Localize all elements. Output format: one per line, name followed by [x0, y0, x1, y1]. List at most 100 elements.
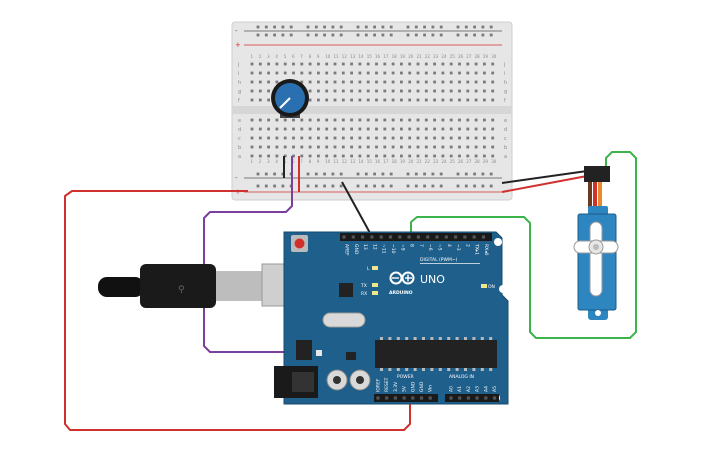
breadboard-hole[interactable] [375, 89, 378, 93]
breadboard-hole[interactable] [366, 62, 370, 66]
breadboard-rail-hole[interactable] [464, 172, 468, 176]
breadboard-hole[interactable] [458, 80, 461, 84]
breadboard-rail-hole[interactable] [323, 25, 326, 29]
power-header[interactable] [374, 394, 438, 402]
breadboard-hole[interactable] [292, 118, 295, 122]
breadboard-rail-hole[interactable] [281, 184, 285, 188]
breadboard-hole[interactable] [474, 136, 478, 140]
breadboard-hole[interactable] [474, 118, 478, 122]
breadboard-hole[interactable] [283, 145, 287, 149]
breadboard-hole[interactable] [416, 98, 420, 102]
breadboard-hole[interactable] [400, 145, 403, 149]
breadboard-rail-hole[interactable] [256, 25, 260, 29]
breadboard-hole[interactable] [250, 145, 254, 149]
digital-pin[interactable] [472, 235, 476, 239]
breadboard-rail-hole[interactable] [389, 25, 393, 29]
breadboard-hole[interactable] [258, 127, 262, 131]
breadboard-rail-hole[interactable] [414, 184, 418, 188]
breadboard-hole[interactable] [341, 62, 345, 66]
breadboard-rail-hole[interactable] [364, 33, 368, 37]
breadboard-hole[interactable] [474, 71, 478, 75]
breadboard-hole[interactable] [333, 98, 337, 102]
breadboard-rail-hole[interactable] [439, 172, 443, 176]
breadboard-rail-hole[interactable] [339, 25, 343, 29]
breadboard-rail-hole[interactable] [306, 33, 310, 37]
breadboard-rail-hole[interactable] [389, 184, 393, 188]
reset-button-cap[interactable] [294, 238, 305, 249]
breadboard-hole[interactable] [449, 118, 453, 122]
breadboard-rail-hole[interactable] [373, 25, 376, 29]
breadboard-hole[interactable] [341, 80, 345, 84]
analog-header[interactable] [445, 394, 499, 402]
breadboard-hole[interactable] [275, 127, 279, 131]
breadboard-hole[interactable] [458, 98, 461, 102]
breadboard-hole[interactable] [250, 154, 254, 158]
breadboard-hole[interactable] [258, 136, 262, 140]
breadboard-rail-hole[interactable] [339, 172, 343, 176]
breadboard-rail-hole[interactable] [423, 172, 426, 176]
breadboard-rail-hole[interactable] [281, 172, 285, 176]
power-pin[interactable] [411, 396, 415, 400]
breadboard-rail-hole[interactable] [339, 184, 343, 188]
breadboard-rail-hole[interactable] [331, 172, 335, 176]
breadboard-hole[interactable] [424, 127, 428, 131]
usb-cable[interactable]: ⚲ [98, 263, 307, 308]
breadboard-hole[interactable] [250, 136, 254, 140]
breadboard-rail-hole[interactable] [256, 172, 260, 176]
breadboard-rail-hole[interactable] [373, 172, 376, 176]
breadboard-hole[interactable] [366, 154, 370, 158]
breadboard-hole[interactable] [449, 62, 453, 66]
breadboard-hole[interactable] [317, 127, 320, 131]
breadboard-hole[interactable] [250, 89, 254, 93]
breadboard-rail-hole[interactable] [364, 25, 368, 29]
breadboard-rail-hole[interactable] [456, 172, 460, 176]
breadboard-hole[interactable] [250, 71, 254, 75]
breadboard-hole[interactable] [466, 89, 470, 93]
breadboard-hole[interactable] [383, 118, 387, 122]
breadboard-hole[interactable] [441, 154, 445, 158]
breadboard-hole[interactable] [433, 145, 436, 149]
breadboard-rail-hole[interactable] [431, 172, 435, 176]
breadboard-hole[interactable] [358, 71, 362, 75]
breadboard-hole[interactable] [474, 80, 478, 84]
breadboard-hole[interactable] [400, 62, 403, 66]
breadboard-hole[interactable] [441, 98, 445, 102]
breadboard-hole[interactable] [358, 127, 362, 131]
breadboard-rail-hole[interactable] [489, 172, 493, 176]
breadboard-hole[interactable] [383, 136, 387, 140]
breadboard-hole[interactable] [391, 98, 395, 102]
breadboard-rail-hole[interactable] [473, 184, 476, 188]
breadboard-hole[interactable] [424, 98, 428, 102]
breadboard-hole[interactable] [333, 136, 337, 140]
breadboard-hole[interactable] [441, 71, 445, 75]
servo-horn-vertical[interactable] [589, 221, 603, 297]
breadboard-rail-hole[interactable] [473, 172, 476, 176]
breadboard-rail-hole[interactable] [331, 25, 335, 29]
breadboard-rail-hole[interactable] [364, 172, 368, 176]
breadboard-hole[interactable] [375, 71, 378, 75]
breadboard-hole[interactable] [391, 80, 395, 84]
breadboard-rail-hole[interactable] [414, 172, 418, 176]
breadboard-hole[interactable] [308, 98, 312, 102]
breadboard-hole[interactable] [433, 118, 436, 122]
breadboard-hole[interactable] [483, 89, 486, 93]
breadboard-rail-hole[interactable] [289, 33, 293, 37]
digital-pin[interactable] [435, 235, 439, 239]
breadboard-hole[interactable] [483, 145, 486, 149]
breadboard-hole[interactable] [391, 127, 395, 131]
breadboard-rail-hole[interactable] [306, 172, 310, 176]
breadboard-hole[interactable] [275, 71, 279, 75]
breadboard-hole[interactable] [358, 62, 362, 66]
breadboard-hole[interactable] [424, 118, 428, 122]
breadboard-hole[interactable] [300, 80, 304, 84]
breadboard-hole[interactable] [267, 145, 270, 149]
breadboard-hole[interactable] [491, 145, 495, 149]
breadboard-hole[interactable] [317, 71, 320, 75]
breadboard-hole[interactable] [416, 118, 420, 122]
breadboard-hole[interactable] [325, 154, 329, 158]
breadboard-hole[interactable] [267, 136, 270, 140]
breadboard-hole[interactable] [458, 127, 461, 131]
breadboard-hole[interactable] [350, 98, 353, 102]
breadboard-hole[interactable] [383, 62, 387, 66]
breadboard-hole[interactable] [341, 118, 345, 122]
